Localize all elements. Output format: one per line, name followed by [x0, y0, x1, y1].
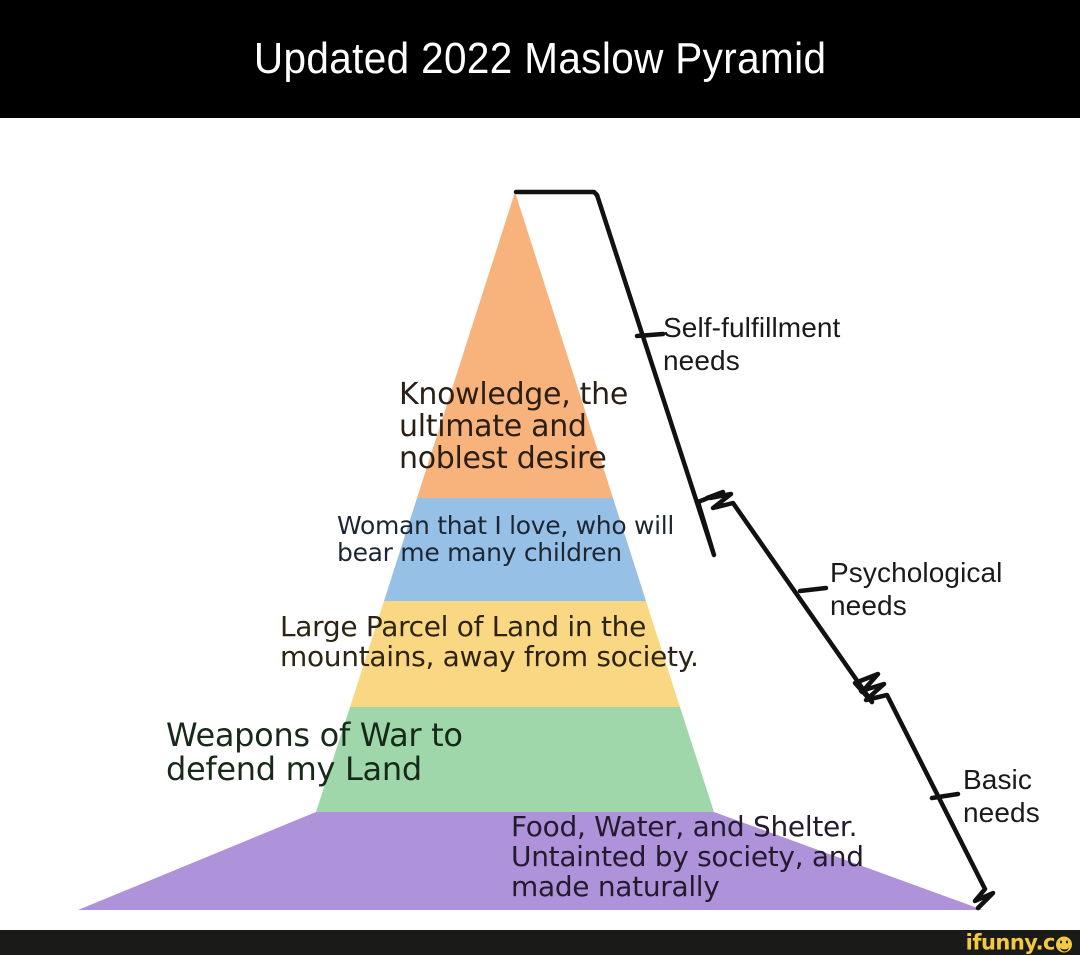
tier-label-love-belonging: Large Parcel of Land in the mountains, a…	[280, 610, 699, 673]
tier-label-safety: Weapons of War to defend my Land	[166, 716, 463, 789]
tier-label-physiological: Food, Water, and Shelter. Untainted by s…	[511, 810, 864, 903]
footer-bar: ifunny.c	[0, 930, 1080, 955]
bracket-basic	[858, 681, 996, 911]
bracket-label-basic: Basic needs	[963, 764, 1040, 829]
page-title: Updated 2022 Maslow Pyramid	[253, 34, 827, 83]
pyramid-diagram	[78, 189, 996, 911]
pyramid-tier-self-actualization	[417, 192, 613, 498]
bracket-self-fulfillment	[513, 189, 726, 558]
watermark-text: ifunny.c	[965, 930, 1056, 954]
bracket-label-self-fulfillment: Self-fulfillment needs	[663, 312, 841, 377]
bracket-psychological	[707, 491, 881, 705]
pyramid-tier-safety	[316, 707, 714, 812]
bracket-label-psychological: Psychological needs	[830, 557, 1003, 622]
ifunny-watermark: ifunny.c	[966, 932, 1072, 953]
pyramid-tier-esteem	[384, 498, 646, 601]
tier-label-esteem: Woman that I love, who will bear me many…	[337, 511, 675, 567]
tier-label-self-actualization: Knowledge, the ultimate and noblest desi…	[399, 377, 629, 477]
diagram-canvas: Knowledge, the ultimate and noblest desi…	[0, 118, 1080, 930]
title-bar: Updated 2022 Maslow Pyramid	[0, 0, 1080, 118]
bracket-tick-psychological	[797, 585, 829, 594]
pyramid-tier-love-belonging	[350, 601, 680, 707]
smiley-face-icon	[1056, 936, 1072, 953]
bracket-tick-self-fulfillment	[634, 331, 666, 339]
bracket-tick-basic	[929, 791, 961, 801]
pyramid-tier-physiological	[78, 812, 983, 910]
